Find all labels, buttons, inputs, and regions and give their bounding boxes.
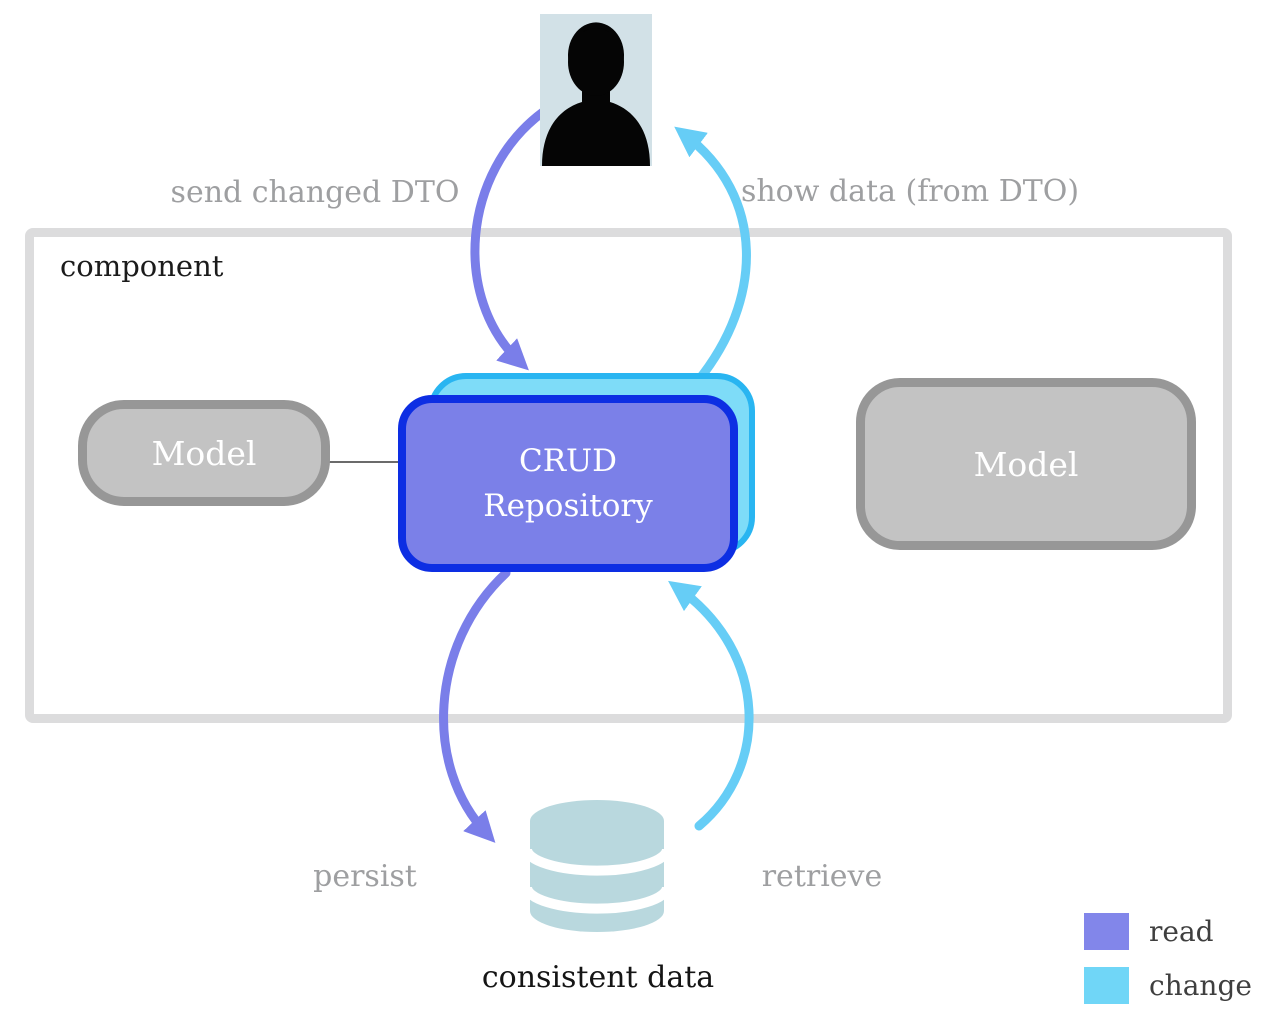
send-dto-arrow [470, 107, 548, 371]
model-right-label: Model [973, 444, 1079, 484]
retrieve-arrow [668, 580, 754, 831]
component-container: component [25, 228, 1232, 723]
crud-repository-node: CRUD Repository [398, 395, 738, 572]
read-color-swatch [1084, 913, 1129, 950]
person-icon [542, 22, 650, 166]
user-avatar [540, 14, 652, 166]
retrieve-label: retrieve [761, 859, 883, 894]
persist-label: persist [313, 859, 417, 894]
show-data-label: show data (from DTO) [740, 174, 1080, 209]
change-legend-label: change [1149, 969, 1252, 1002]
crud-repository-label-line2: Repository [483, 487, 653, 524]
crud-repository-label-line1: CRUD [518, 442, 618, 479]
send-changed-dto-label: send changed DTO [170, 175, 460, 210]
database-icon [522, 800, 672, 932]
persist-arrow [439, 568, 511, 843]
legend-row-read: read [1084, 913, 1252, 950]
read-legend-label: read [1149, 915, 1214, 948]
show-data-arrow [674, 126, 751, 387]
consistent-data-caption: consistent data [481, 960, 715, 995]
model-left-label: Model [151, 433, 257, 473]
model-node-right: Model [856, 378, 1196, 550]
legend: read change [1084, 913, 1252, 1004]
change-color-swatch [1084, 967, 1129, 1004]
component-label: component [60, 249, 224, 283]
legend-row-change: change [1084, 967, 1252, 1004]
model-node-left: Model [78, 400, 330, 506]
